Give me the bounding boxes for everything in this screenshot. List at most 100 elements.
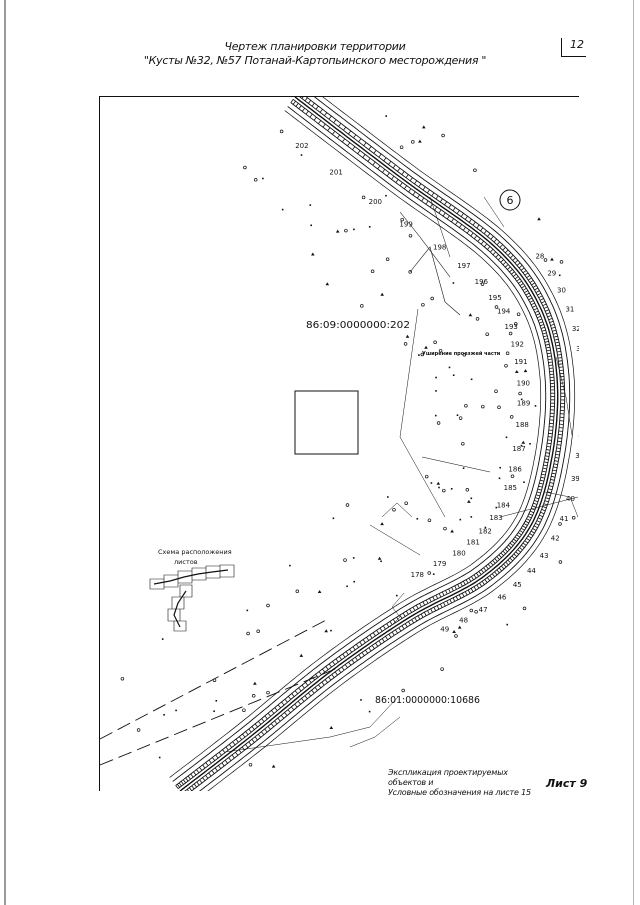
hatch-tick: [529, 300, 534, 303]
hatch-tick: [539, 324, 545, 327]
hatch-tick: [538, 318, 543, 321]
hatch-tick: [554, 338, 559, 341]
hatch-tick: [315, 673, 319, 678]
survey-point: [418, 354, 420, 356]
hatch-tick: [176, 783, 181, 788]
hatch-tick: [379, 627, 383, 632]
survey-point: [380, 560, 382, 563]
survey-point: [454, 634, 458, 638]
hatch-tick: [408, 188, 412, 193]
hatch-tick: [552, 469, 557, 472]
hatch-tick: [185, 777, 189, 782]
survey-point: [330, 629, 332, 632]
hatch-tick: [446, 600, 449, 605]
hatch-tick: [472, 221, 476, 226]
survey-point: [360, 699, 362, 701]
hatch-tick: [402, 612, 406, 617]
survey-point: [266, 690, 270, 695]
chainage-label: 197: [457, 262, 470, 270]
hatch-tick: [261, 731, 265, 736]
hatch-tick: [205, 775, 209, 779]
hatch-tick: [524, 272, 529, 276]
sheet-layout-inset: Схема расположения листов: [149, 548, 235, 632]
hatch-tick: [301, 698, 305, 702]
survey-point: [424, 474, 429, 479]
hatch-tick: [539, 298, 544, 301]
hatch-tick: [464, 591, 468, 596]
crossing-label: Уширение проезжей части: [422, 350, 501, 357]
hatch-tick: [525, 520, 529, 524]
hatch-tick: [538, 485, 543, 488]
hatch-tick: [480, 227, 484, 232]
hatch-tick: [348, 130, 352, 135]
hatch-tick: [376, 630, 380, 634]
survey-point: [494, 389, 498, 393]
hatch-tick: [429, 203, 433, 208]
survey-point: [462, 467, 465, 469]
hatch-tick: [552, 332, 558, 335]
hatch-tick: [545, 455, 550, 457]
hatch-tick: [554, 460, 559, 462]
survey-point: [432, 573, 435, 575]
hatch-tick: [335, 658, 339, 663]
hatch-tick: [414, 180, 418, 185]
hatch-tick: [257, 721, 262, 725]
hatch-tick: [245, 744, 249, 748]
hatch-tick: [500, 259, 504, 263]
hatch-tick: [438, 209, 442, 214]
survey-point: [215, 700, 218, 702]
hatch-tick: [545, 346, 551, 349]
hatch-tick: [555, 344, 560, 347]
chainage-label: 186: [508, 465, 522, 473]
hatch-tick: [307, 692, 312, 697]
hatch-tick: [235, 738, 239, 743]
hatch-tick: [178, 782, 182, 787]
survey-point: [452, 374, 455, 376]
hatch-tick: [532, 505, 537, 508]
survey-point: [505, 351, 510, 356]
hatch-tick: [513, 538, 517, 542]
hatch-tick: [514, 536, 519, 540]
survey-point: [505, 436, 508, 439]
hatch-tick: [392, 164, 396, 169]
survey-point: [136, 728, 141, 732]
hatch-tick: [277, 704, 282, 709]
hatch-tick: [354, 656, 358, 661]
hatch-tick: [351, 659, 355, 664]
survey-point: [452, 282, 455, 284]
hatch-tick: [514, 259, 519, 264]
hatch-tick: [425, 599, 429, 604]
hatch-tick: [449, 599, 452, 604]
hatch-tick: [371, 645, 375, 649]
survey-point: [523, 481, 525, 483]
survey-point: [465, 488, 470, 492]
hatch-tick: [476, 584, 480, 589]
hatch-tick: [511, 555, 515, 559]
hatch-tick: [309, 113, 313, 118]
hatch-tick: [555, 450, 561, 453]
hatch-tick: [281, 701, 285, 706]
hatch-tick: [548, 432, 553, 435]
hatch-tick: [382, 625, 386, 630]
chainage-label: 30: [557, 287, 566, 295]
hatch-tick: [541, 473, 546, 476]
survey-point: [345, 503, 350, 507]
hatch-tick: [280, 715, 285, 719]
hatch-tick: [284, 712, 288, 716]
hatch-tick: [284, 698, 288, 703]
survey-point: [518, 391, 522, 396]
hatch-tick: [540, 479, 544, 482]
survey-point: [443, 526, 447, 531]
hatch-tick: [365, 649, 369, 654]
road-line: [207, 97, 576, 791]
survey-point: [494, 305, 499, 309]
hatch-tick: [193, 771, 197, 776]
survey-point: [346, 585, 348, 588]
road-hatching: [175, 97, 565, 791]
hatch-tick: [355, 644, 359, 648]
survey-point: [368, 710, 371, 713]
hatch-tick: [228, 757, 232, 761]
hatch-tick: [456, 210, 460, 214]
hatch-tick: [308, 679, 312, 683]
hatch-tick: [473, 586, 477, 591]
